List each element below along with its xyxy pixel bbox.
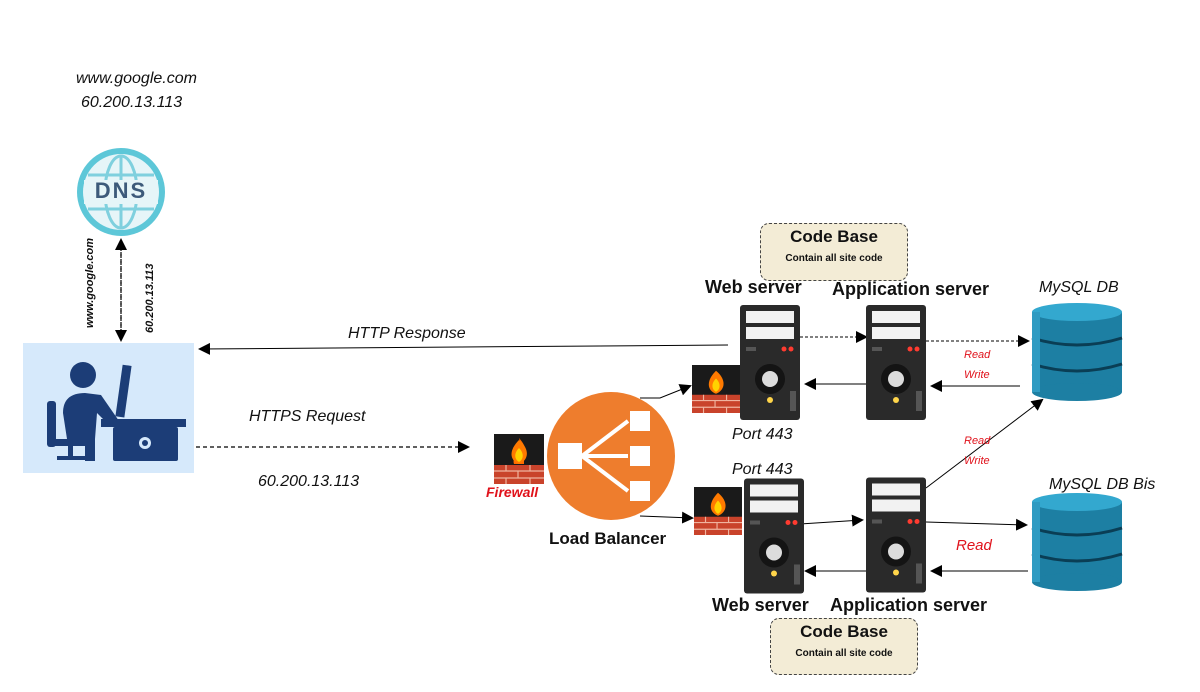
bottom-app-server-label: Application server: [830, 595, 988, 615]
https-request-label: HTTPS Request: [249, 408, 366, 425]
client-user-icon: [23, 343, 194, 473]
primary-db-label: MySQL DB: [1039, 279, 1119, 296]
replica-read-label: Read: [964, 435, 991, 447]
http-response-label: HTTP Response: [348, 325, 466, 342]
dns-query-ip-label: 60.200.13.113: [144, 263, 156, 333]
top-web-server-label: Web server: [705, 277, 802, 297]
request-ip-label: 60.200.13.113: [258, 473, 360, 490]
top-app-server-icon: [866, 305, 926, 420]
dns-globe-icon: [76, 147, 166, 237]
dns-domain-label: www.google.com: [76, 70, 197, 87]
top-port-label: Port 443: [732, 426, 793, 443]
bottom-web-server-icon: [744, 478, 804, 594]
primary-database-icon: [1030, 302, 1124, 402]
dns-icon-text: DNS: [94, 178, 148, 203]
primary-write-label: Write: [964, 369, 990, 381]
replica-write-label: Write: [964, 455, 990, 467]
lb-to-top-web-arrow: [640, 384, 692, 399]
http-response-arrow: [198, 342, 729, 355]
load-balancer-icon: [546, 391, 676, 521]
firewall-label: Firewall: [486, 484, 539, 500]
bottom-web-to-app-arrow: [799, 514, 864, 527]
code-base-subtitle-bottom: Contain all site code: [795, 648, 893, 659]
bottom-port-label: Port 443: [732, 461, 793, 478]
lb-firewall-icon: [494, 434, 544, 484]
top-firewall-icon: [692, 365, 740, 413]
dns-ip-label: 60.200.13.113: [81, 94, 183, 111]
secondary-db-label: MySQL DB Bis: [1049, 476, 1156, 493]
bottom-app-server-icon: [866, 476, 926, 594]
top-web-server-icon: [740, 305, 800, 420]
load-balancer-label: Load Balancer: [549, 529, 667, 548]
bottom-web-server-label: Web server: [712, 595, 809, 615]
primary-read-label: Read: [964, 349, 991, 361]
code-base-box-bottom: Code Base Contain all site code: [770, 618, 918, 675]
secondary-database-icon: [1030, 492, 1124, 592]
lb-to-bottom-web-arrow: [639, 511, 694, 524]
bottom-firewall-icon: [694, 487, 742, 535]
bottom-app-to-primary-db-arrow: [925, 398, 1044, 489]
top-app-server-label: Application server: [832, 279, 990, 299]
bottom-app-to-db-bis-arrow: [925, 518, 1028, 531]
secondary-read-label: Read: [956, 537, 992, 554]
code-base-title-bottom: Code Base: [800, 622, 888, 641]
code-base-box-top: Code Base Contain all site code: [760, 223, 908, 281]
code-base-title-top: Code Base: [790, 227, 878, 246]
dns-query-domain-label: www.google.com: [84, 237, 96, 328]
code-base-subtitle-top: Contain all site code: [785, 253, 883, 264]
